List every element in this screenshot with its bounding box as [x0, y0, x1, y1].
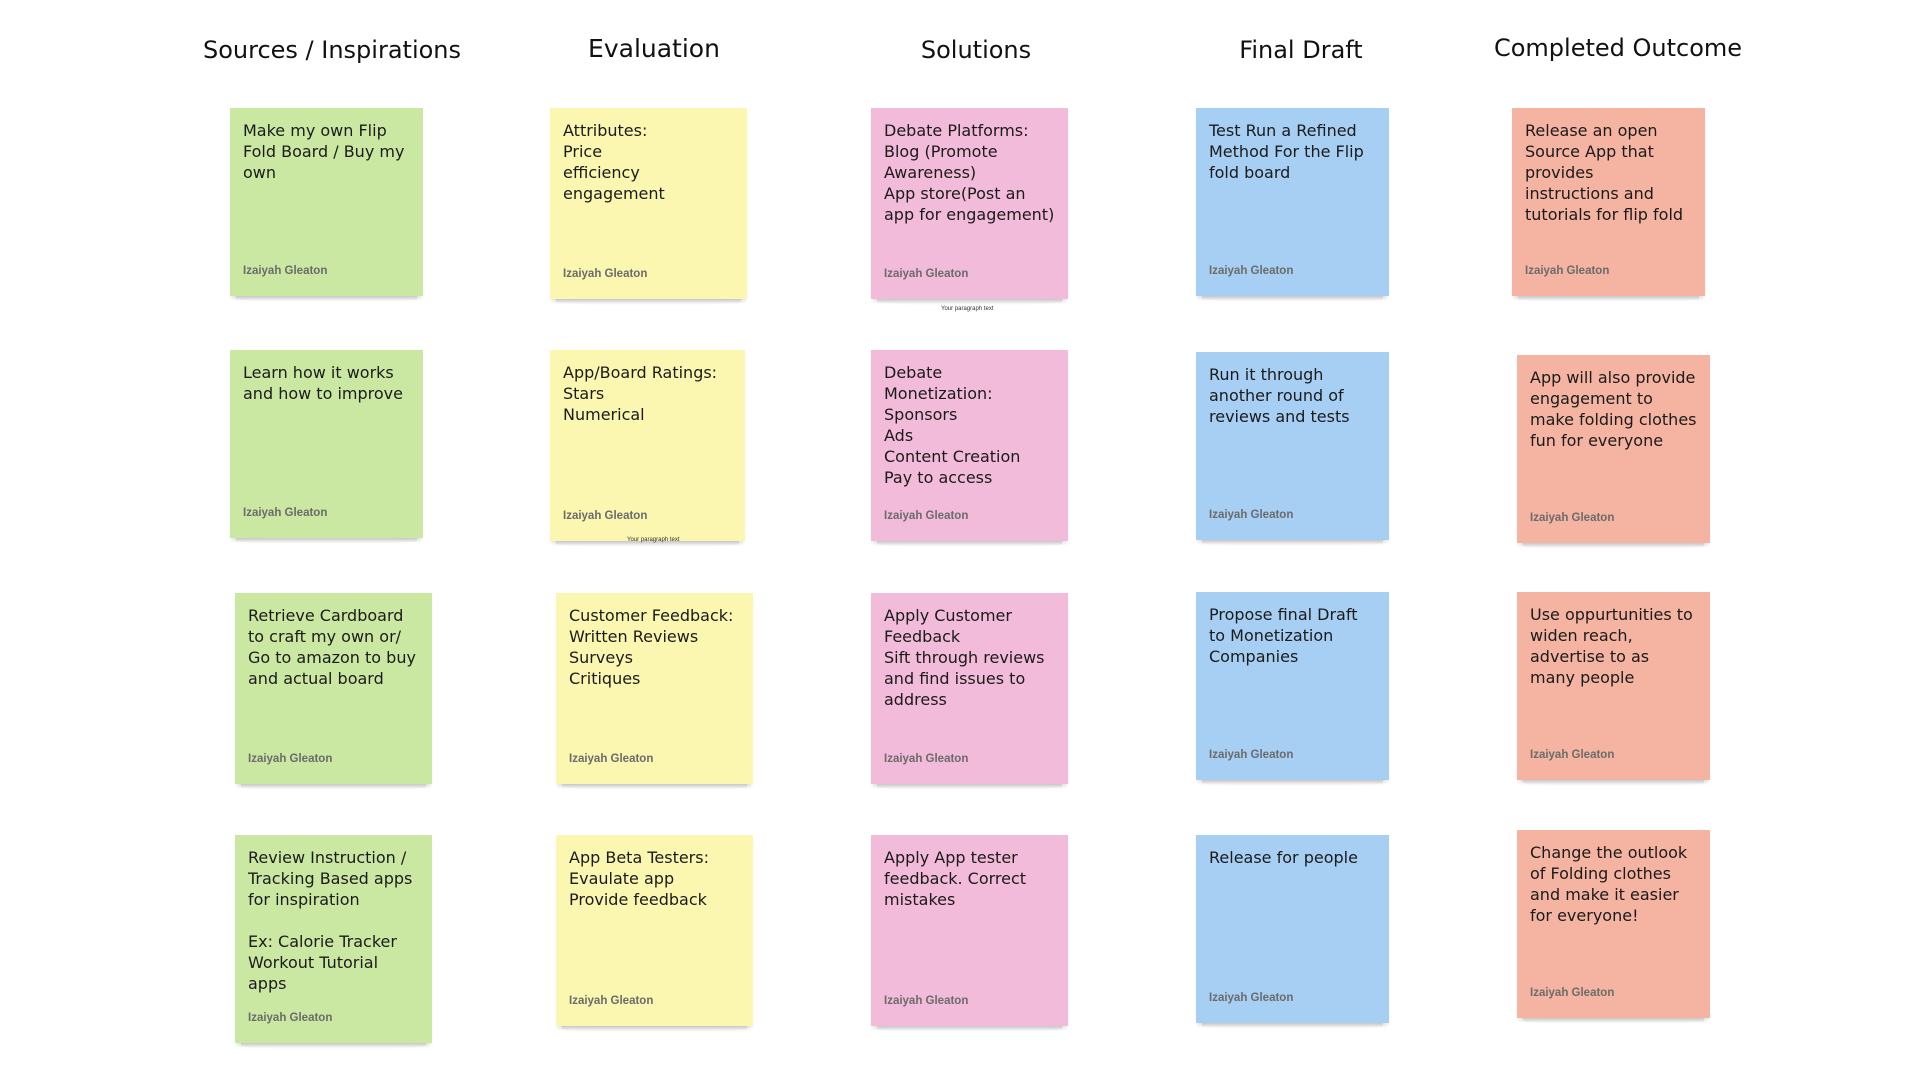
note-author: Izaiyah Gleaton [1525, 265, 1610, 277]
note-text: Propose final Draft to Monetization Comp… [1209, 605, 1358, 666]
column-title-completed-outcome: Completed Outcome [1493, 34, 1743, 62]
note-author: Izaiyah Gleaton [1209, 265, 1294, 277]
sticky-note-solutions-4[interactable]: Apply App tester feedback. Correct mista… [871, 835, 1068, 1032]
note-author: Izaiyah Gleaton [884, 510, 969, 522]
note-author: Izaiyah Gleaton [248, 1012, 333, 1024]
note-author: Izaiyah Gleaton [1530, 512, 1615, 524]
sticky-note-final-draft-1[interactable]: Test Run a Refined Method For the Flip f… [1196, 108, 1389, 302]
note-text: Run it through another round of reviews … [1209, 365, 1350, 426]
sticky-note-sources-4[interactable]: Review Instruction / Tracking Based apps… [235, 835, 432, 1049]
column-title-final-draft: Final Draft [1239, 36, 1363, 64]
sticky-note-evaluation-1[interactable]: Attributes: Price efficiency engagement … [550, 108, 747, 305]
sticky-note-completed-outcome-3[interactable]: Use oppurtunities to widen reach, advert… [1517, 592, 1710, 786]
sticky-note-sources-3[interactable]: Retrieve Cardboard to craft my own or/ G… [235, 593, 432, 790]
note-text: Review Instruction / Tracking Based apps… [248, 848, 413, 993]
sticky-note-final-draft-4[interactable]: Release for people Izaiyah Gleaton [1196, 835, 1389, 1029]
sticky-note-solutions-2[interactable]: Debate Monetization: Sponsors Ads Conten… [871, 350, 1068, 547]
note-text: Attributes: Price efficiency engagement [563, 121, 665, 203]
sticky-note-sources-1[interactable]: Make my own Flip Fold Board / Buy my own… [230, 108, 423, 302]
column-title-solutions: Solutions [920, 36, 1032, 64]
note-author: Izaiyah Gleaton [884, 268, 969, 280]
note-text: Change the outlook of Folding clothes an… [1530, 843, 1688, 925]
sticky-note-evaluation-2[interactable]: App/Board Ratings: Stars Numerical Izaiy… [550, 350, 745, 547]
column-title-sources: Sources / Inspirations [202, 36, 462, 64]
note-text: Make my own Flip Fold Board / Buy my own [243, 121, 405, 182]
note-author: Izaiyah Gleaton [884, 753, 969, 765]
note-text: Apply App tester feedback. Correct mista… [884, 848, 1027, 909]
note-text: App/Board Ratings: Stars Numerical [563, 363, 718, 424]
sticky-note-completed-outcome-4[interactable]: Change the outlook of Folding clothes an… [1517, 830, 1710, 1024]
sticky-note-completed-outcome-2[interactable]: App will also provide engagement to make… [1517, 355, 1710, 549]
note-text: Customer Feedback: Written Reviews Surve… [569, 606, 734, 688]
note-text: Retrieve Cardboard to craft my own or/ G… [248, 606, 416, 688]
note-text: Debate Monetization: Sponsors Ads Conten… [884, 363, 1021, 487]
sticky-note-solutions-3[interactable]: Apply Customer Feedback Sift through rev… [871, 593, 1068, 790]
sticky-note-final-draft-2[interactable]: Run it through another round of reviews … [1196, 352, 1389, 546]
note-text: Release for people [1209, 848, 1358, 867]
note-author: Izaiyah Gleaton [248, 753, 333, 765]
note-author: Izaiyah Gleaton [1209, 509, 1294, 521]
sticky-note-evaluation-3[interactable]: Customer Feedback: Written Reviews Surve… [556, 593, 753, 790]
note-author: Izaiyah Gleaton [1209, 992, 1294, 1004]
note-text: Test Run a Refined Method For the Flip f… [1209, 121, 1364, 182]
note-author: Izaiyah Gleaton [1530, 749, 1615, 761]
note-author: Izaiyah Gleaton [1209, 749, 1294, 761]
note-author: Izaiyah Gleaton [563, 510, 648, 522]
placeholder-paragraph-text: Your paragraph text [941, 306, 994, 312]
sticky-note-evaluation-4[interactable]: App Beta Testers: Evaulate app Provide f… [556, 835, 753, 1032]
placeholder-paragraph-text: Your paragraph text [627, 537, 680, 543]
sticky-note-completed-outcome-1[interactable]: Release an open Source App that provides… [1512, 108, 1705, 302]
note-author: Izaiyah Gleaton [569, 753, 654, 765]
note-text: Learn how it works and how to improve [243, 363, 403, 403]
note-text: App will also provide engagement to make… [1530, 368, 1697, 450]
sticky-note-sources-2[interactable]: Learn how it works and how to improve Iz… [230, 350, 423, 544]
note-text: Use oppurtunities to widen reach, advert… [1530, 605, 1693, 687]
note-author: Izaiyah Gleaton [243, 507, 328, 519]
note-author: Izaiyah Gleaton [569, 995, 654, 1007]
note-author: Izaiyah Gleaton [563, 268, 648, 280]
note-author: Izaiyah Gleaton [243, 265, 328, 277]
note-text: Debate Platforms: Blog (Promote Awarenes… [884, 121, 1055, 224]
note-author: Izaiyah Gleaton [1530, 987, 1615, 999]
note-text: Release an open Source App that provides… [1525, 121, 1684, 224]
sticky-note-final-draft-3[interactable]: Propose final Draft to Monetization Comp… [1196, 592, 1389, 786]
sticky-note-solutions-1[interactable]: Debate Platforms: Blog (Promote Awarenes… [871, 108, 1068, 305]
column-title-evaluation: Evaluation [588, 34, 720, 63]
note-text: App Beta Testers: Evaulate app Provide f… [569, 848, 709, 909]
note-text: Apply Customer Feedback Sift through rev… [884, 606, 1045, 709]
note-author: Izaiyah Gleaton [884, 995, 969, 1007]
